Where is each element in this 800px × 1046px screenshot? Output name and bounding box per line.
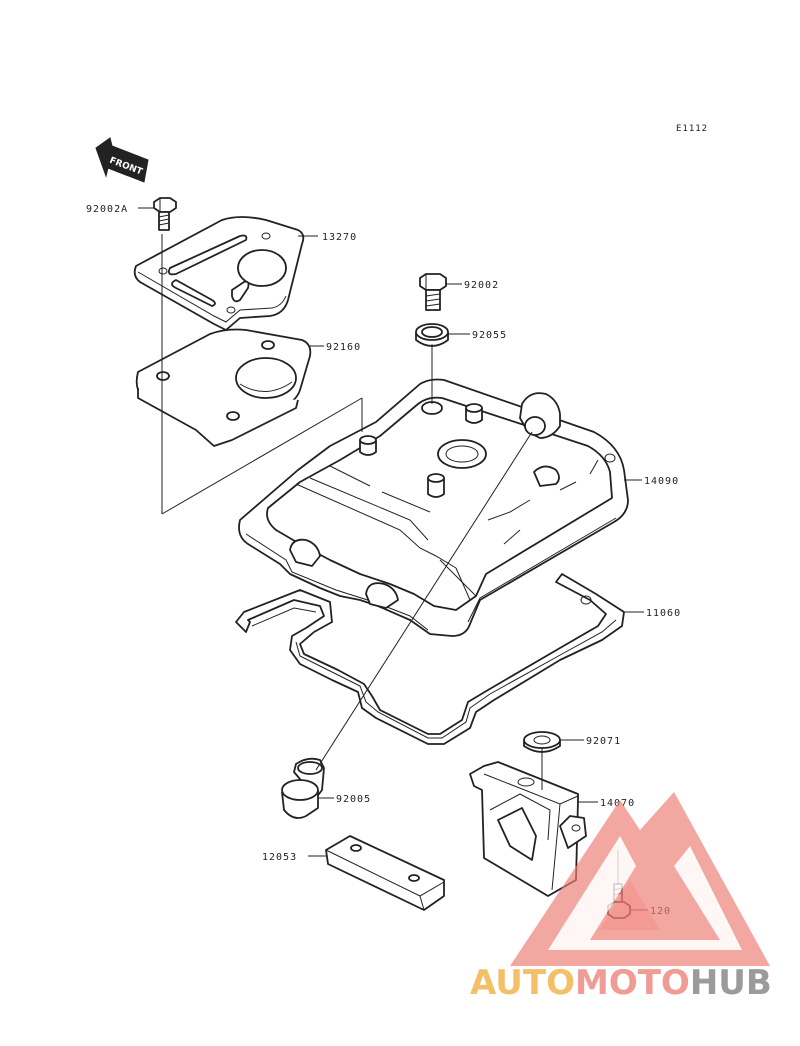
diagram-code: E1112 <box>676 124 708 134</box>
assembly-lines <box>161 234 619 884</box>
part-label-92160: 92160 <box>326 342 361 353</box>
part-label-92002a: 92002A <box>86 204 128 215</box>
spacer-92160 <box>135 328 312 447</box>
part-label-12053: 12053 <box>262 852 297 863</box>
part-label-92055: 92055 <box>472 330 507 341</box>
part-label-14070: 14070 <box>600 798 635 809</box>
part-label-13270: 13270 <box>322 232 357 243</box>
gasket-11060 <box>235 573 625 745</box>
plate-13270 <box>133 216 305 331</box>
bolt-92002 <box>419 273 447 311</box>
automotohub-watermark: AUTOMOTOHUB <box>470 792 772 1003</box>
washer-92055 <box>415 323 449 347</box>
part-label-92002: 92002 <box>464 280 499 291</box>
watermark-hub: HUB <box>690 963 772 1003</box>
bracket-14070 <box>469 761 587 897</box>
part-label-14090: 14090 <box>644 476 679 487</box>
front-arrow-icon: FRONT <box>95 137 149 183</box>
watermark-auto: AUTO <box>470 963 575 1003</box>
pad-12053 <box>325 835 445 911</box>
watermark-moto: MOTO <box>575 963 690 1003</box>
watermark-triangle-icon <box>510 792 770 966</box>
part-label-11060: 11060 <box>646 608 681 619</box>
bolt-92002a <box>153 197 177 231</box>
svg-text:AUTOMOTOHUB: AUTOMOTOHUB <box>470 963 772 1003</box>
part-label-92005: 92005 <box>336 794 371 805</box>
part-label-92071: 92071 <box>586 736 621 747</box>
